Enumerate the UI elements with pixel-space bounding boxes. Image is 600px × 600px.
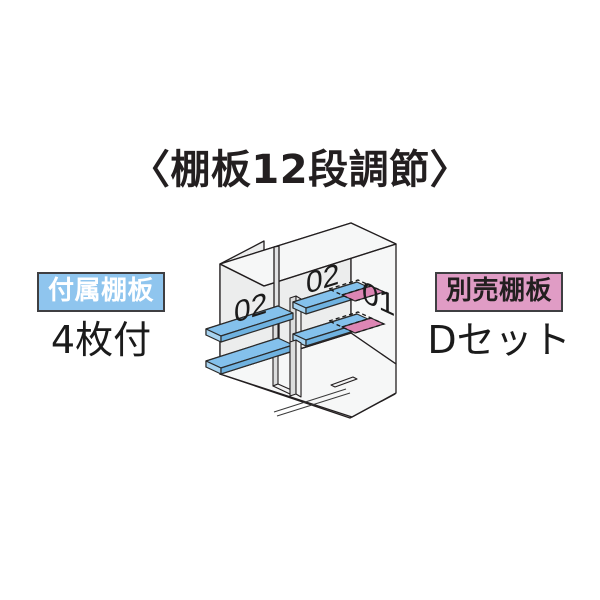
included-shelf-label-group: 付属棚板 4枚付 xyxy=(6,272,196,361)
shelf-blue-1-side xyxy=(220,312,294,343)
included-shelf-badge: 付属棚板 xyxy=(36,272,165,313)
door-rail-1 xyxy=(273,388,347,413)
cabinet-top-edge xyxy=(219,263,265,287)
shed-shelf-svg: 02 02 01 xyxy=(205,222,397,419)
cabinet-top-inner-edge xyxy=(263,243,397,287)
center-post-front-lower-r xyxy=(295,339,302,398)
included-shelf-count-text: 4枚付 xyxy=(50,318,152,363)
shelf-pink-1-dash xyxy=(340,285,386,302)
door-rail-2 xyxy=(276,392,351,417)
optional-shelf-set-text: Dセット xyxy=(427,318,571,363)
page-title: 〈棚板12段調節〉 xyxy=(129,147,471,193)
optional-shelf-label-group: 別売棚板 Dセット xyxy=(404,272,594,361)
door-handle-plate xyxy=(330,376,358,388)
optional-shelf-badge: 別売棚板 xyxy=(434,272,563,313)
shed-shelf-diagram: 02 02 01 xyxy=(190,222,420,427)
shelf-pink-2-dash xyxy=(340,317,386,334)
center-post-front-lower xyxy=(289,339,297,397)
